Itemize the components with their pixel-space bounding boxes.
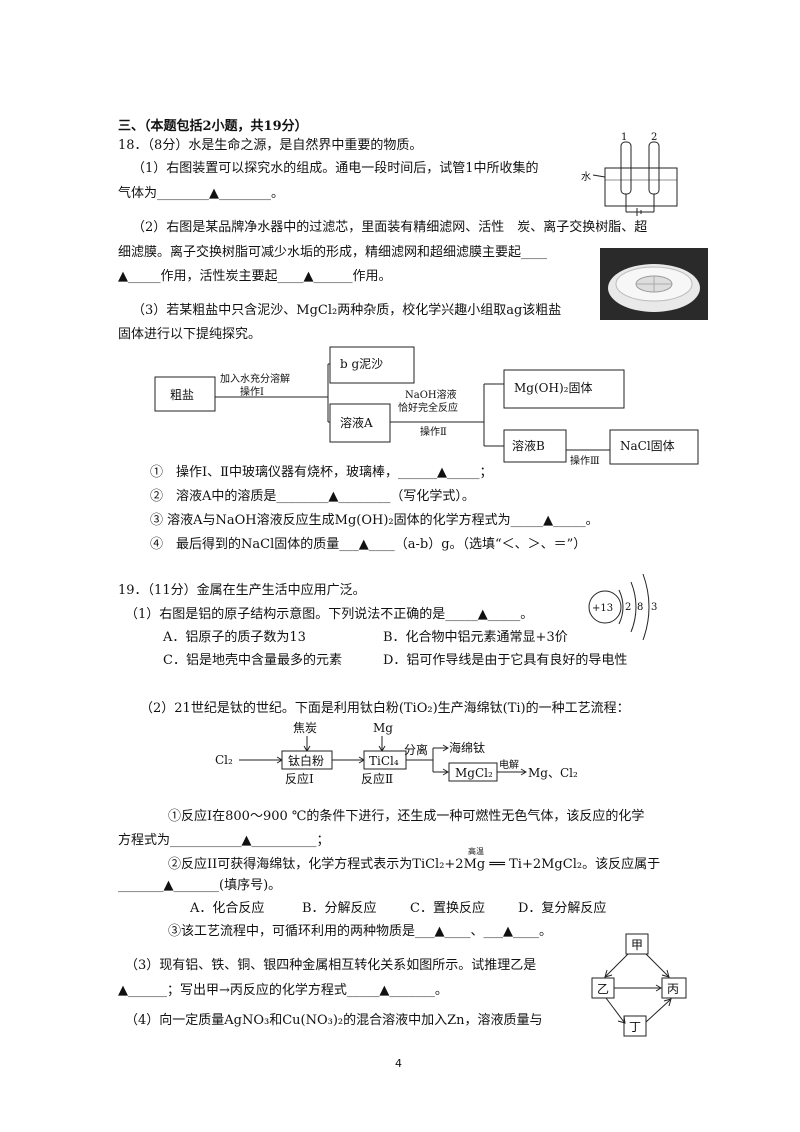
coke-label: 焦炭 [293, 721, 317, 735]
step3-label: 操作Ⅲ [570, 454, 600, 467]
section-title: 三、（本题包括2小题，共19分） [118, 119, 308, 134]
q18-stem: 18．（8分）水是生命之源，是自然界中重要的物质。 [118, 138, 423, 153]
shell2-electrons: 8 [637, 602, 643, 613]
reaction-condition-label: 高温 [468, 847, 484, 856]
water-label: 水 [581, 171, 591, 183]
q18-item-4: ④ 最后得到的NaCl固体的质量___▲____（a-b）g。（选填“＜、＞、＝… [150, 537, 587, 552]
products-label: Mg、Cl₂ [528, 766, 578, 780]
titanium-process-diagram: Cl₂ 焦炭 钛白粉 反应Ⅰ Mg TiCl₄ 反应Ⅱ 分离 海绵钛 MgCl₂… [215, 721, 578, 786]
solution-a-label: 溶液A [340, 415, 373, 430]
q19-part3-line2: ▲______；写出甲→丙反应的化学方程式_____▲_______。 [118, 983, 448, 998]
mgoh2-box [503, 369, 625, 409]
purification-flowchart: 粗盐 加入水充分溶解 操作Ⅰ b g泥沙 溶液A NaOH溶液 恰好完全反应 操… [154, 346, 699, 467]
electrolysis-label: 电解 [499, 758, 519, 771]
q19-option-a: A．铝原子的质子数为13 [163, 630, 306, 645]
q19-option2-b: B．分解反应 [302, 901, 377, 916]
mgcl2-label: MgCl₂ [455, 766, 493, 780]
q18-item-1: ① 操作Ⅰ、Ⅱ中玻璃仪器有烧杯，玻璃棒，______▲_____； [150, 465, 493, 480]
sand-label: b g泥沙 [340, 357, 383, 371]
q18-item-2: ② 溶液A中的溶质是________▲________（写化学式）。 [150, 489, 475, 504]
shell3-electrons: 3 [651, 602, 657, 613]
nucleus-label: +13 [592, 603, 613, 614]
step1-top-label: 加入水充分溶解 [220, 372, 290, 385]
step2-line1-label: NaOH溶液 [405, 388, 457, 401]
solution-b-label: 溶液B [512, 438, 545, 453]
q19-sub3: ③该工艺流程中，可循环利用的两种物质是___▲____、___▲____。 [168, 924, 552, 939]
q19-option-c: C．铝是地壳中含量最多的元素 [163, 653, 342, 668]
q19-sub2-line1: ②反应II可获得海绵钛，化学方程式表示为TiCl₂+2Mg ══ Ti+2MgC… [168, 857, 661, 872]
nacl-box [609, 429, 699, 465]
filter-cartridge-image [600, 248, 708, 320]
separation-label: 分离 [404, 742, 428, 757]
q19-option2-a: A．化合反应 [190, 901, 265, 916]
q18-part2-line3: ▲_____作用，活性炭主要起____▲______作用。 [118, 269, 392, 284]
q19-option2-c: C．置换反应 [410, 901, 485, 916]
nacl-label: NaCl固体 [620, 439, 675, 453]
q19-sub2-line2: _______▲_______(填序号)。 [118, 878, 282, 893]
jia-box [625, 933, 649, 955]
q19-part1: （1）右图是铝的原子结构示意图。下列说法不正确的是_____▲_____。 [125, 607, 534, 622]
jia-label: 甲 [631, 938, 643, 952]
aluminium-atom-diagram: +13 2 8 3 [588, 573, 657, 641]
q18-part2-line2: 细滤膜。离子交换树脂可减少水垢的形成，精细滤网和超细滤膜主要起____ [118, 245, 548, 260]
q19-sub1-line2: 方程式为___________▲__________； [118, 833, 330, 848]
metal-conversion-diagram: 甲 乙 丙 丁 [591, 933, 687, 1037]
q18-part3-line1: （3）若某粗盐中只含泥沙、MgCl₂两种杂质，校化学兴趣小组取ag该粗盐 [132, 303, 562, 318]
q19-option2-d: D．复分解反应 [518, 901, 607, 916]
crude-salt-box [154, 376, 216, 412]
step1-bottom-label: 操作Ⅰ [240, 385, 264, 398]
q19-stem: 19．（11分）金属在生产生活中应用广泛。 [118, 583, 366, 598]
crude-salt-label: 粗盐 [170, 388, 194, 402]
q19-sub1-line1: ①反应Ⅰ在800～900 ℃的条件下进行，还生成一种可燃性无色气体，该反应的化学 [168, 809, 645, 824]
page-number: 4 [395, 1057, 402, 1070]
step2-line3-label: 操作Ⅱ [420, 425, 447, 438]
q19-part2: （2）21世纪是钛的世纪。下面是利用钛白粉(TiO₂)生产海绵钛(Ti)的一种工… [140, 701, 630, 716]
sponge-ti-label: 海绵钛 [449, 740, 485, 755]
q18-item-3: ③ 溶液A与NaOH溶液反应生成Mg(OH)₂固体的化学方程式为_____▲__… [150, 513, 599, 528]
q19-option-b: B．化合物中铝元素通常显+3价 [383, 630, 568, 645]
yi-label: 乙 [597, 982, 609, 996]
electrolysis-apparatus-diagram: 1 2 水 [581, 132, 678, 216]
bing-box [661, 977, 687, 999]
ding-box [623, 1015, 647, 1037]
tube1-label: 1 [621, 132, 627, 143]
reaction2-label: 反应Ⅱ [361, 771, 393, 786]
solution-a-box [329, 403, 391, 443]
ticl4-label: TiCl₄ [369, 754, 399, 768]
q18-part1-line1: （1）右图装置可以探究水的组成。通电一段时间后，试管1中所收集的 [132, 161, 539, 176]
ding-label: 丁 [629, 1020, 641, 1034]
cl2-label: Cl₂ [215, 753, 233, 767]
bing-label: 丙 [667, 982, 679, 996]
mg-label: Mg [373, 721, 393, 735]
q19-part4: （4）向一定质量AgNO₃和Cu(NO₃)₂的混合溶液中加入Zn，溶液质量与 [125, 1013, 543, 1028]
q18-part1-line2: 气体为________▲________。 [118, 186, 284, 201]
reaction1-label: 反应Ⅰ [285, 771, 314, 786]
step2-line2-label: 恰好完全反应 [398, 401, 458, 414]
q18-part3-line2: 固体进行以下提纯探究。 [118, 327, 262, 342]
q19-option-d: D．铝可作导线是由于它具有良好的导电性 [383, 653, 628, 668]
solution-b-box [503, 429, 567, 463]
sand-box [329, 346, 415, 384]
q19-part3-line1: （3）现有铝、铁、铜、银四种金属相互转化关系如图所示。试推理乙是 [125, 958, 537, 973]
shell1-electrons: 2 [625, 602, 631, 613]
tube2-label: 2 [651, 132, 657, 143]
tio2-label: 钛白粉 [288, 753, 324, 768]
mgoh2-label: Mg(OH)₂固体 [514, 381, 592, 395]
q18-part2-line1: （2）右图是某品牌净水器中的过滤芯，里面装有精细滤网、活性 炭、离子交换树脂、超 [132, 220, 648, 235]
